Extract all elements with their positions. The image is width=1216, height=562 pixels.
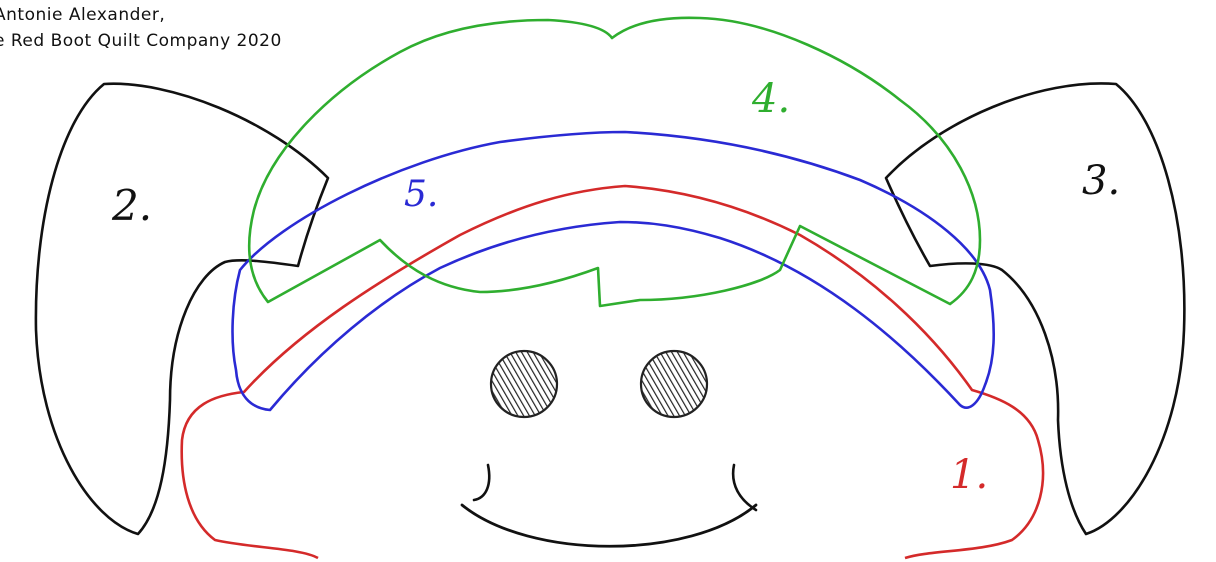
smile-line [462, 505, 756, 546]
piece-label-2: 2. [111, 181, 152, 230]
piece-4-green-hair-outline [249, 18, 980, 306]
piece-1-face-outline [182, 186, 1043, 558]
right-eye [641, 351, 707, 417]
piece-label-1: 1. [950, 452, 988, 498]
left-eye [491, 351, 557, 417]
piece-label-5: 5. [404, 174, 438, 215]
smile-dimple-left [474, 465, 489, 500]
piece-label-4: 4. [751, 76, 790, 122]
smile-dimple-right [733, 465, 756, 510]
piece-3-right-ear-outline [886, 83, 1184, 534]
piece-label-3: 3. [1082, 158, 1120, 204]
piece-5-blue-band-outline [233, 132, 994, 410]
